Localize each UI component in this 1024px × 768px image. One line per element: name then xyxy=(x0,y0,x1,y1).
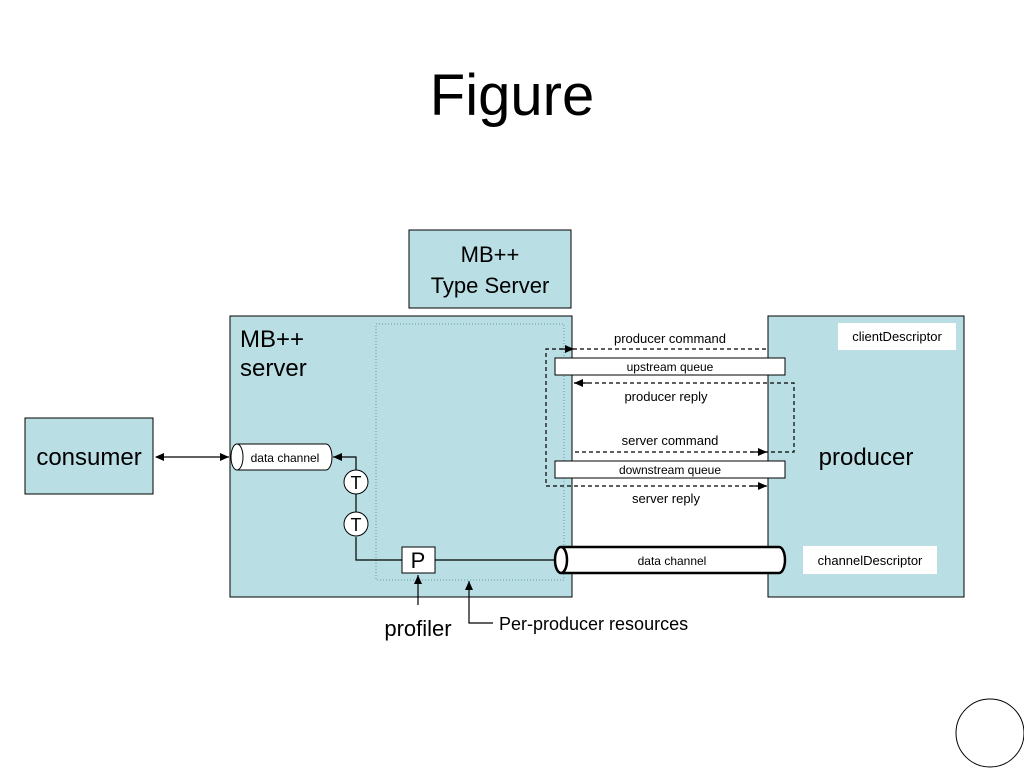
tap-2-label: T xyxy=(351,515,362,535)
producer-command-server-reply-path xyxy=(545,348,766,487)
consumer-box: consumer xyxy=(24,417,154,495)
small-data-channel: data channel xyxy=(230,443,333,471)
downstream-queue-label: downstream queue xyxy=(619,463,721,477)
upstream-queue-label: upstream queue xyxy=(627,360,714,374)
type-server-label-1: MB++ xyxy=(461,242,520,267)
producer-reply-server-command-path xyxy=(574,382,795,453)
slide-title: Figure xyxy=(429,63,595,128)
tap-to-channel-arrow xyxy=(333,453,357,470)
profiler-box: P xyxy=(401,546,436,574)
client-descriptor-box xyxy=(838,323,956,350)
channel-descriptor-label: channelDescriptor xyxy=(818,553,923,568)
per-producer-pointer-arrow xyxy=(465,581,493,624)
small-data-channel-label: data channel xyxy=(251,451,320,465)
per-producer-region xyxy=(375,323,565,581)
server-command-label: server command xyxy=(622,433,719,448)
type-server-box: MB++ Type Server xyxy=(408,229,572,309)
producer-box: producer clientDescriptor channelDescrip… xyxy=(767,315,965,598)
large-data-channel-label: data channel xyxy=(638,554,707,568)
corner-circle xyxy=(955,698,1024,768)
producer-reply-label: producer reply xyxy=(624,389,708,404)
downstream-queue: downstream queue xyxy=(554,460,786,479)
producer-label: producer xyxy=(819,444,914,471)
tap-2: T xyxy=(343,511,369,537)
profiler-box-label: P xyxy=(411,548,426,573)
server-label-2: server xyxy=(240,355,307,382)
producer-command-label: producer command xyxy=(614,331,726,346)
tap-1-label: T xyxy=(351,473,362,493)
large-data-channel: data channel xyxy=(553,545,787,575)
tap-1: T xyxy=(343,469,369,495)
channel-descriptor-box xyxy=(803,546,937,574)
per-producer-label: Per-producer resources xyxy=(499,614,688,634)
type-server-label-2: Type Server xyxy=(431,273,550,298)
server-label-1: MB++ xyxy=(240,326,304,353)
profiler-label: profiler xyxy=(384,616,451,641)
server-reply-label: server reply xyxy=(632,491,700,506)
upstream-queue: upstream queue xyxy=(554,357,786,376)
client-descriptor-label: clientDescriptor xyxy=(852,329,942,344)
tap-line-lower xyxy=(355,537,402,561)
consumer-label: consumer xyxy=(36,444,141,471)
